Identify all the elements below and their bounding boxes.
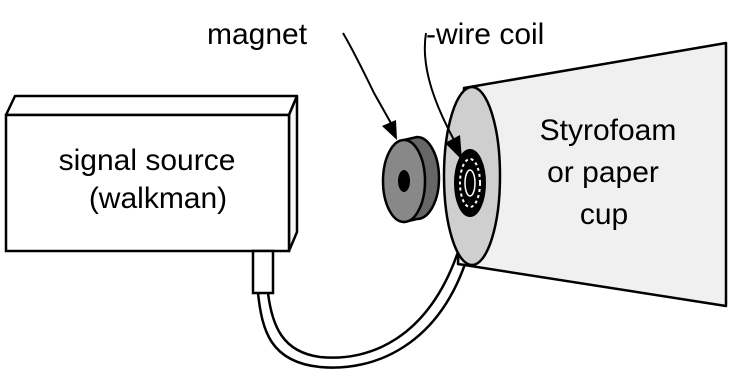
cable-wire-2: [266, 251, 460, 359]
box-front: [4, 113, 291, 253]
source-label-line1: signal source: [59, 144, 236, 177]
source-label-line2: (walkman): [89, 182, 227, 215]
wire-coil-label: -wire coil: [426, 18, 544, 51]
wire-coil: [454, 149, 486, 217]
magnet-label: magnet: [207, 18, 308, 51]
coil-leader-line: [423, 32, 455, 141]
cup-label-line1: Styrofoam: [540, 114, 677, 147]
cup-label-line2: or paper: [547, 156, 659, 189]
cup: Styrofoam or paper cup: [442, 41, 728, 308]
magnet-hole: [398, 170, 410, 192]
plug: [251, 249, 275, 295]
coil-arrowhead: [445, 135, 462, 160]
magnet: [381, 135, 441, 224]
cable: [251, 249, 470, 369]
coil-callout: -wire coil: [423, 18, 544, 160]
cable-wire-1: [256, 254, 470, 369]
coil-mid: [459, 158, 481, 208]
magnet-leader-line: [342, 32, 393, 126]
signal-source-box: signal source (walkman): [4, 94, 299, 253]
box-top: [4, 94, 299, 117]
magnet-arrowhead: [382, 120, 397, 140]
cup-label-line3: cup: [580, 198, 628, 231]
magnet-callout: magnet: [207, 18, 397, 140]
coil-inner: [464, 169, 476, 197]
